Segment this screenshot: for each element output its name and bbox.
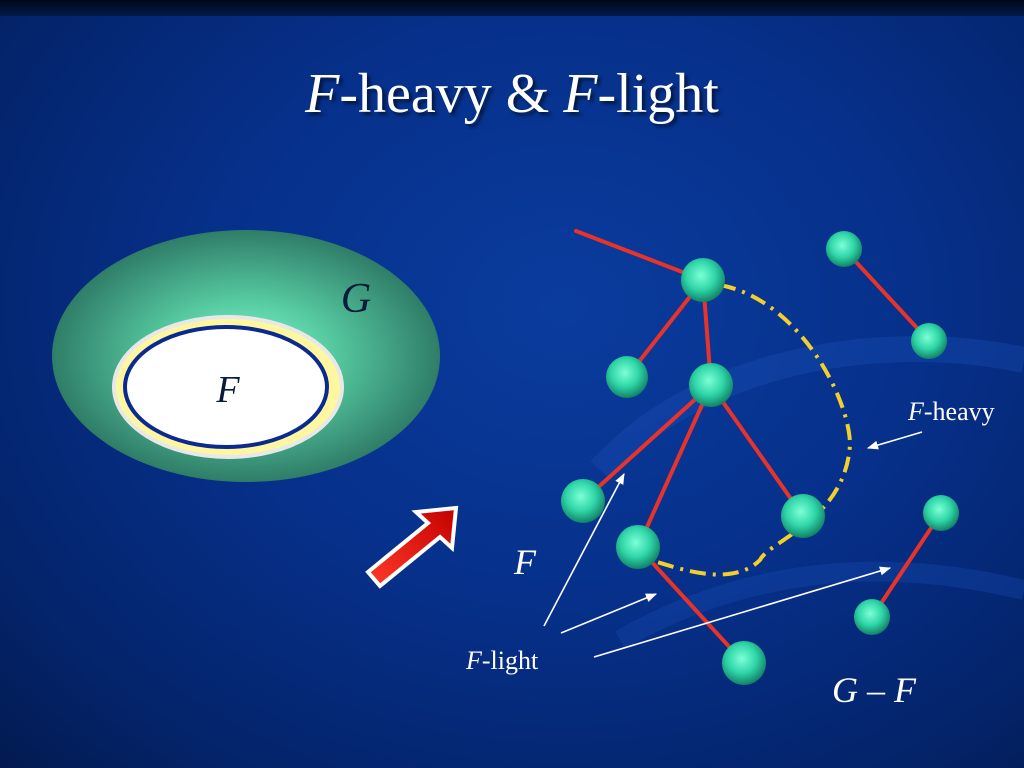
top-bar [0,0,1024,16]
graph-node [854,599,890,635]
graph-edge [636,545,746,665]
title-var-f1: F [305,63,340,125]
f-light-pointer [593,566,892,658]
graph-node [781,494,825,538]
graph-edge [870,511,943,619]
g-minus-f-label: G – F [832,670,917,710]
graph-node [722,641,766,685]
graph-node [826,231,862,267]
f-light-label: F-light [465,646,539,675]
graph-node [681,258,725,302]
graph-edge [709,383,805,518]
title-var-f2: F [563,63,598,125]
graph-node [561,479,605,523]
graph-nodes [561,231,959,685]
red-arrow-icon [365,505,459,589]
background-swirl [615,561,1024,649]
pointer-arrows [543,431,923,658]
graph-edge [842,247,931,343]
graph-node [616,525,660,569]
graph-edge [574,229,705,282]
f-subgraph-label: F [513,542,537,582]
graph-node [606,356,648,398]
background-swirl [590,336,1024,479]
f-heavy-pointer [866,431,923,450]
f-heavy-var: F [907,397,925,426]
graph-node [911,323,947,359]
graph-node [689,363,733,407]
set-f-label: F [215,369,240,411]
f-heavy-text: -heavy [924,397,995,426]
f-light-text: -light [482,646,539,675]
f-heavy-label: F-heavy [907,397,995,426]
title-heavy-word: -heavy & [339,63,564,125]
graph-edge [636,383,713,549]
graph-edge [581,383,713,503]
set-f-ellipse [123,325,329,449]
f-heavy-curve [649,283,853,577]
f-light-pointer [560,593,658,634]
slide-title: F-heavy & F-light [0,62,1024,126]
graph-node [923,495,959,531]
f-light-pointer [543,473,625,627]
f-light-var: F [465,646,483,675]
title-light-word: -light [597,63,719,125]
set-g-label: G [341,276,371,322]
